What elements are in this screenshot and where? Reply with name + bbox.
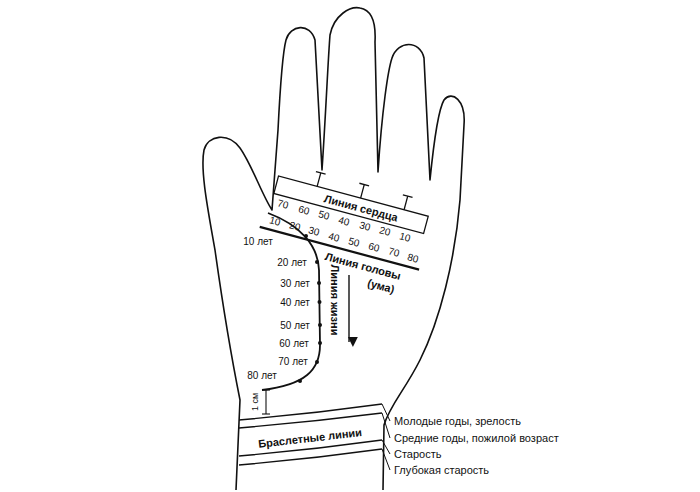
bracelet-lines	[239, 404, 382, 465]
period-label: Молодые годы, зрелость	[394, 415, 521, 427]
heart-scale-number: 60	[297, 203, 311, 217]
heart-scale-number: 40	[337, 214, 351, 228]
line-name: Линия жизни	[329, 265, 341, 336]
age-mark: 40 лет	[280, 297, 310, 308]
period-label: Старость	[394, 448, 441, 460]
age-mark: 20 лет	[277, 257, 307, 268]
leader-lines	[382, 404, 390, 470]
heart-scale-number: 10	[398, 230, 412, 244]
age-mark: 60 лет	[279, 338, 309, 349]
head-scale-number: 70	[387, 246, 401, 260]
heart-scale-number: 30	[358, 219, 372, 233]
period-label: Средние годы, пожилой возраст	[394, 432, 559, 444]
head-scale-number: 60	[367, 240, 381, 254]
head-scale-number: 30	[308, 224, 322, 238]
line-scales	[260, 161, 437, 269]
head-scale-number: 80	[407, 251, 421, 265]
age-mark: 80 лет	[247, 370, 277, 381]
age-mark: 10 лет	[243, 236, 273, 247]
head-scale-number: 50	[347, 235, 361, 249]
head-scale-number: 40	[327, 230, 341, 244]
direction-arrow	[348, 275, 349, 342]
age-mark: 30 лет	[280, 278, 310, 289]
head-scale-number: 10	[268, 214, 282, 228]
heart-scale-number: 70	[277, 198, 291, 212]
line-name: Браслетные линии	[258, 426, 363, 450]
age-mark: 70 лет	[278, 356, 308, 367]
size-bracket	[262, 390, 270, 414]
heart-scale-number: 50	[317, 208, 331, 222]
age-mark: 50 лет	[280, 320, 310, 331]
heart-scale-number: 20	[378, 225, 392, 239]
period-label: Глубокая старость	[394, 464, 489, 476]
dimension: 1 см	[251, 393, 261, 411]
head-scale-number: 20	[288, 219, 302, 233]
